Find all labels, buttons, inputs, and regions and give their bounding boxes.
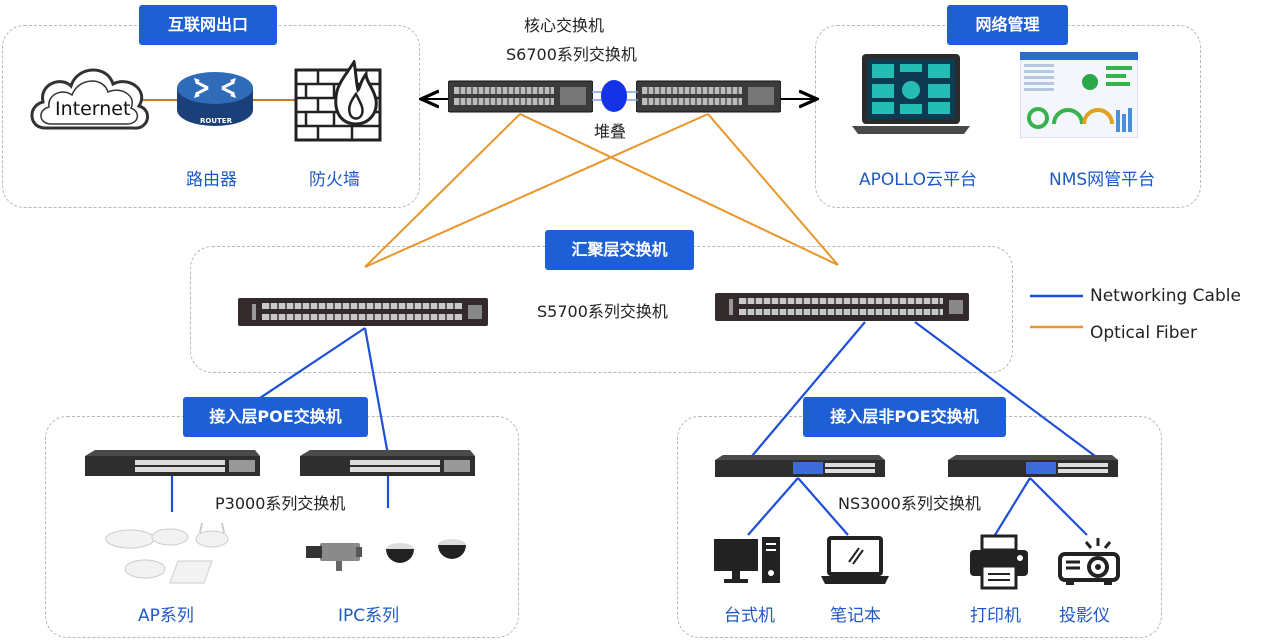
desktop-label: 台式机 [724, 606, 775, 626]
laptop-icon [821, 536, 889, 584]
access-nonpoe-title: 接入层非POE交换机 [803, 397, 1006, 437]
aggregation-switch-left [238, 298, 488, 326]
apollo-label: APOLLO云平台 [859, 170, 977, 190]
fiber-line [364, 113, 521, 268]
core-switch-left [448, 80, 593, 113]
cloud-icon [30, 68, 149, 130]
poe-switch-left [85, 450, 260, 476]
firewall-label: 防火墙 [309, 170, 360, 190]
ipc-label: IPC系列 [338, 606, 400, 626]
projector-icon [1058, 538, 1120, 585]
aggregation-title: 汇聚层交换机 [545, 230, 694, 270]
cable-line [914, 321, 1096, 457]
apollo-laptop-icon [852, 54, 970, 134]
aggregation-switch-right [715, 293, 969, 321]
nonpoe-series-label: NS3000系列交换机 [838, 494, 981, 513]
camera-icon [306, 539, 466, 571]
cable-line [994, 477, 1031, 536]
aggregation-series-label: S5700系列交换机 [537, 302, 668, 321]
cable-line [797, 477, 849, 536]
nms-label: NMS网管平台 [1049, 170, 1156, 190]
nonpoe-switch-right [948, 455, 1118, 477]
ap-label: AP系列 [138, 606, 194, 626]
network-management-title: 网络管理 [947, 5, 1068, 45]
projector-label: 投影仪 [1059, 606, 1110, 626]
stack-link-icon [592, 80, 638, 112]
cable-line [363, 327, 390, 456]
laptop-label: 笔记本 [830, 606, 881, 626]
nms-dashboard-icon [1020, 52, 1138, 138]
access-point-icon [105, 522, 229, 584]
nonpoe-switch-left [715, 455, 885, 477]
cable-line [747, 477, 799, 536]
fiber-line [519, 113, 839, 266]
printer-label: 打印机 [970, 606, 1021, 626]
router-icon [177, 72, 253, 126]
access-poe-title: 接入层POE交换机 [183, 397, 368, 437]
internet-label: Internet [55, 98, 131, 120]
stack-label: 堆叠 [594, 122, 627, 141]
firewall-icon [294, 60, 382, 142]
fiber-line [364, 113, 709, 268]
legend-networking-cable: Networking Cable [1090, 286, 1241, 306]
desktop-icon [714, 537, 780, 583]
cable-line [1029, 477, 1088, 536]
poe-series-label: P3000系列交换机 [215, 494, 346, 513]
router-badge: ROUTER [200, 117, 232, 125]
printer-icon [970, 534, 1028, 590]
legend-optical-fiber: Optical Fiber [1090, 323, 1197, 343]
poe-switch-right [300, 450, 475, 476]
cable-line [751, 321, 866, 457]
internet-exit-title: 互联网出口 [139, 5, 277, 45]
core-title-line1: 核心交换机 [524, 16, 605, 35]
fiber-line [707, 113, 839, 266]
router-label: 路由器 [186, 170, 237, 190]
core-switch-right [636, 80, 781, 113]
core-title-line2: S6700系列交换机 [506, 45, 637, 64]
